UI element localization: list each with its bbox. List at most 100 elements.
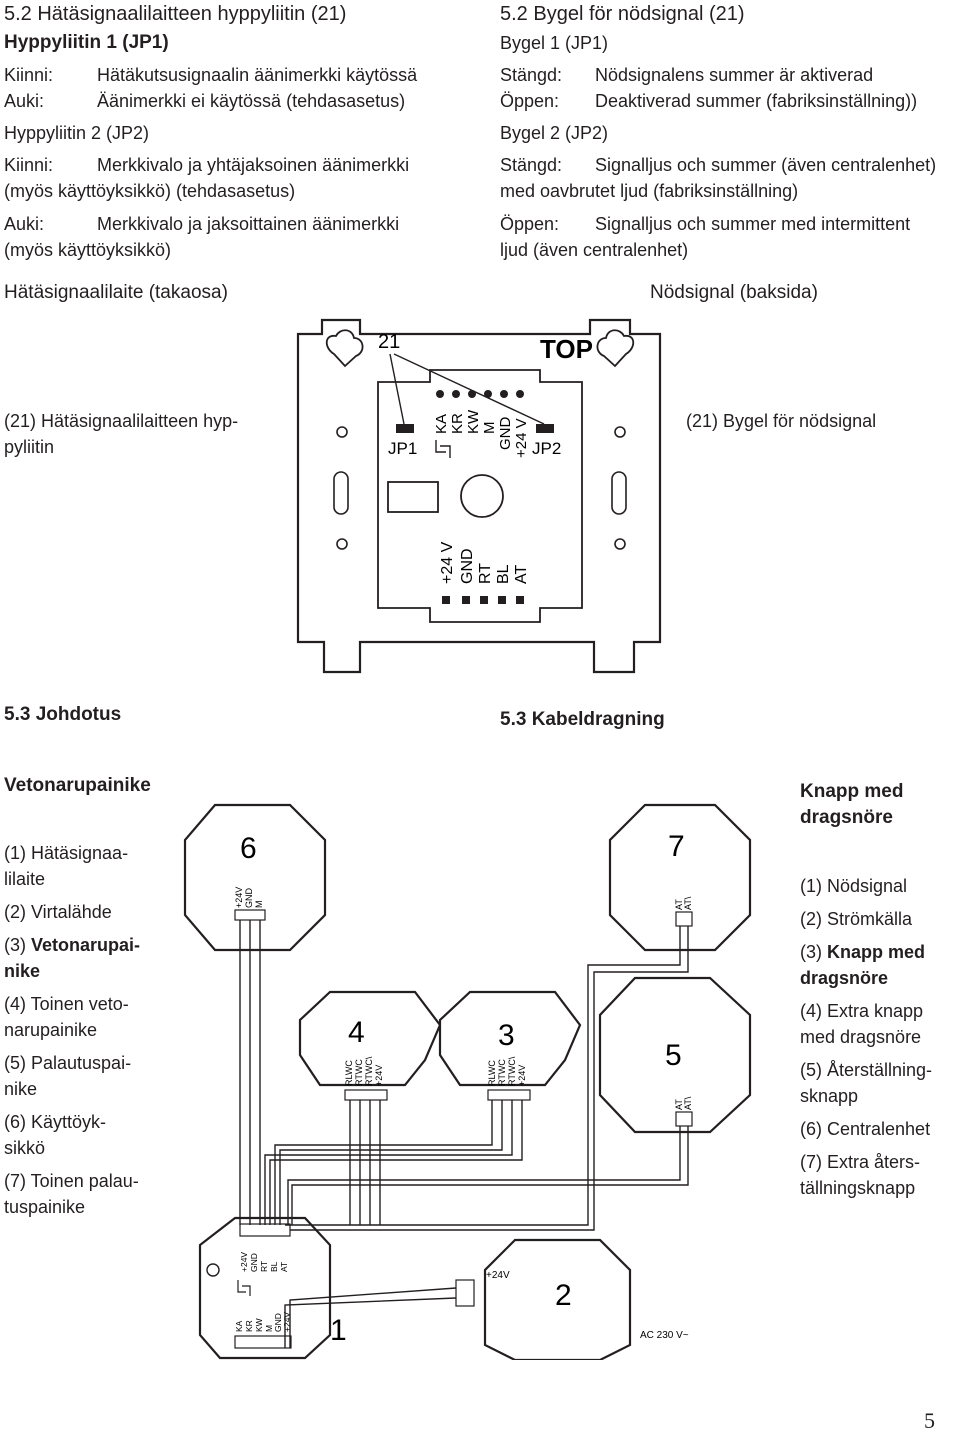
terminal-label: AT\ [683, 1096, 693, 1110]
fi-jp1-open-value: Äänimerkki ei käytössä (tehdasasetus) [97, 91, 406, 111]
terminal-label: RT [259, 1261, 269, 1272]
unit-7-extra-reset-button: 7 AT AT\ [608, 803, 752, 952]
unit-7-number: 7 [668, 830, 685, 863]
unit-6-number: 6 [240, 832, 257, 865]
sv-jp1-closed-key: Stängd: [500, 65, 563, 85]
jp2-jumper [536, 424, 554, 433]
legend-item: (1) Nödsignal [800, 876, 908, 896]
jp1-jumper [396, 424, 414, 433]
sv-jp1-open-value: Deaktiverad summer (fabriksinställning)) [595, 91, 918, 111]
sv-jp2-closed-cont: med oavbrutet ljud (fabriksinställning) [500, 181, 799, 201]
mount-hole [336, 426, 348, 438]
terminal-label: RTWC\ [364, 1056, 374, 1086]
legend-item: (4) Toinen veto-narupainike [4, 994, 129, 1040]
terminal-label: GND [459, 548, 476, 584]
sv-section-heading: 5.2 Bygel för nödsignal (21) [500, 3, 745, 25]
sv-jp2-heading: Bygel 2 (JP2) [500, 123, 609, 143]
unit-5-reset-button: 5 AT AT\ [598, 976, 752, 1134]
label-top: TOP [540, 334, 593, 364]
fi-jumper-caption-line1: (21) Hätäsignaalilaitteen hyp- [4, 411, 239, 431]
top-terminal-labels: KA KR KW M GND +24 V [433, 409, 530, 458]
legend-item: (2) Strömkälla [800, 909, 913, 929]
sv-jumper-caption: (21) Bygel för nödsignal [686, 411, 877, 431]
terminal-label: M [264, 1325, 274, 1332]
terminal-label: RLWC [487, 1060, 497, 1086]
fi-jp1-closed-value: Hätäkutsusignaalin äänimerkki käytössä [97, 65, 418, 85]
terminal-label: +24V [234, 887, 244, 908]
wiring-diagram: .oct { fill:#fff; stroke:#231f20; stroke… [183, 803, 752, 1360]
leader-line-jp1 [389, 353, 405, 425]
sv-jp2-open-cont: ljud (även centralenhet) [500, 240, 689, 260]
terminal-label: +24V [517, 1065, 527, 1086]
terminal-label: M [481, 422, 498, 435]
terminal-label: AT\ [683, 896, 693, 910]
legend-item: (1) Hätäsignaa-lilaite [4, 843, 129, 889]
label-jp2: JP2 [532, 439, 561, 458]
fi-legend: (1) Hätäsignaa-lilaite (2) Virtalähde (3… [4, 840, 184, 1227]
terminal-label: AT [674, 1099, 684, 1110]
terminal-label: KA [433, 414, 450, 434]
top-pin-row [436, 390, 524, 398]
terminal-label: AT [674, 899, 684, 910]
wires [239, 920, 689, 1348]
legend-item: (6) Centralenhet [800, 1119, 931, 1139]
mount-hole [614, 426, 626, 438]
fi-jp2-open-value: Merkkivalo ja jaksoittainen äänimerkki [97, 214, 400, 234]
sv-pull-heading-line1: Knapp med [800, 781, 904, 802]
unit-1-bottom-terminals: KA KR KW M GND +24V [234, 1312, 292, 1332]
terminal-label: RLWC [344, 1060, 354, 1086]
fi-jp2-open-cont: (myös käyttöyksikkö) [4, 240, 172, 260]
unit-2-ac-label: AC 230 V~ [640, 1330, 689, 1341]
terminal-label: +24V [239, 1252, 249, 1272]
sv-jp2-open-key: Öppen: [500, 214, 560, 234]
unit-1-top-terminals: +24V GND RT BL AT [239, 1252, 289, 1272]
connector-block [455, 1279, 475, 1307]
fi-jp2-closed-value: Merkkivalo ja yhtäjaksoinen äänimerkki [97, 155, 410, 175]
keyhole-right-icon [596, 329, 635, 368]
fi-section-heading: 5.2 Hätäsignaalilaitteen hyppyliitin (21… [4, 3, 347, 25]
sv-jp2-closed-value: Signalljus och summer (även centralenhet… [595, 155, 937, 175]
sv-jp1-heading: Bygel 1 (JP1) [500, 33, 609, 53]
fi-jp2-open-row: Auki: Merkkivalo ja jaksoittainen äänimer… [4, 211, 399, 237]
legend-item: (6) Käyttöyk-sikkö [4, 1112, 107, 1158]
fi-jp2-closed-row: Kiinni: Merkkivalo ja yhtäjaksoinen äänim… [4, 152, 409, 178]
terminal-label: +24 V [439, 541, 456, 584]
fi-jumper-caption: (21) Hätäsignaalilaitteen hyp- pyliitin [4, 408, 284, 460]
terminal-label: KW [254, 1318, 264, 1332]
terminal-label: KW [465, 409, 482, 434]
sv-pull-heading: Knapp med dragsnöre [800, 779, 903, 831]
terminal-label: KR [244, 1320, 254, 1332]
sv-jp1-closed-value: Nödsignalens summer är aktiverad [595, 65, 874, 85]
terminal-label: KR [449, 413, 466, 434]
unit-1-number: 1 [330, 1314, 347, 1347]
legend-item: (5) Palautuspai-nike [4, 1053, 132, 1099]
mounting-plate [296, 318, 662, 674]
fi-jp1-closed-key: Kiinni: [4, 65, 54, 85]
terminal-label: GND [244, 888, 254, 909]
fi-jp1-closed-row: Kiinni: Hätäkutsusignaalin äänimerkki käy… [4, 62, 417, 88]
legend-item: (7) Extra åters-tällningsknapp [800, 1152, 921, 1198]
bottom-pin-row [442, 596, 524, 604]
fi-jp2-closed-key: Kiinni: [4, 155, 54, 175]
device-back-diagram: 21 TOP JP1 JP2 KA KR KW M GND +24 V +24 … [296, 318, 662, 674]
unit-2-number: 2 [555, 1279, 572, 1312]
sv-jp2-closed-row: Stängd:Signalljus och summer (även centr… [500, 152, 936, 178]
legend-item: (5) Återställning-sknapp [800, 1060, 933, 1106]
mount-hole [614, 538, 626, 550]
leader-line-jp2 [393, 353, 545, 425]
terminal-label: +24V [374, 1065, 384, 1086]
terminal-label: +24V [282, 1312, 292, 1332]
unit-6-control-unit: 6 +24V GND M [183, 803, 327, 952]
bottom-terminal-labels: +24 V GND RT BL AT [439, 541, 530, 584]
terminal-label: RT [477, 563, 494, 584]
terminal-label: +24 V [513, 418, 530, 458]
legend-item: (3) Vetonarupai-nike [4, 935, 141, 981]
unit-5-number: 5 [665, 1039, 682, 1072]
terminal-label: KA [234, 1320, 244, 1332]
fi-device-caption: Hätäsignaalilaite (takaosa) [4, 282, 228, 303]
relay-symbol-icon [435, 440, 451, 458]
sv-jp2-open-row: Öppen:Signalljus och summer med intermit… [500, 211, 910, 237]
keyhole-left-icon [325, 329, 364, 368]
terminal-label: RTWC\ [507, 1056, 517, 1086]
fi-jp2-open-key: Auki: [4, 214, 45, 234]
